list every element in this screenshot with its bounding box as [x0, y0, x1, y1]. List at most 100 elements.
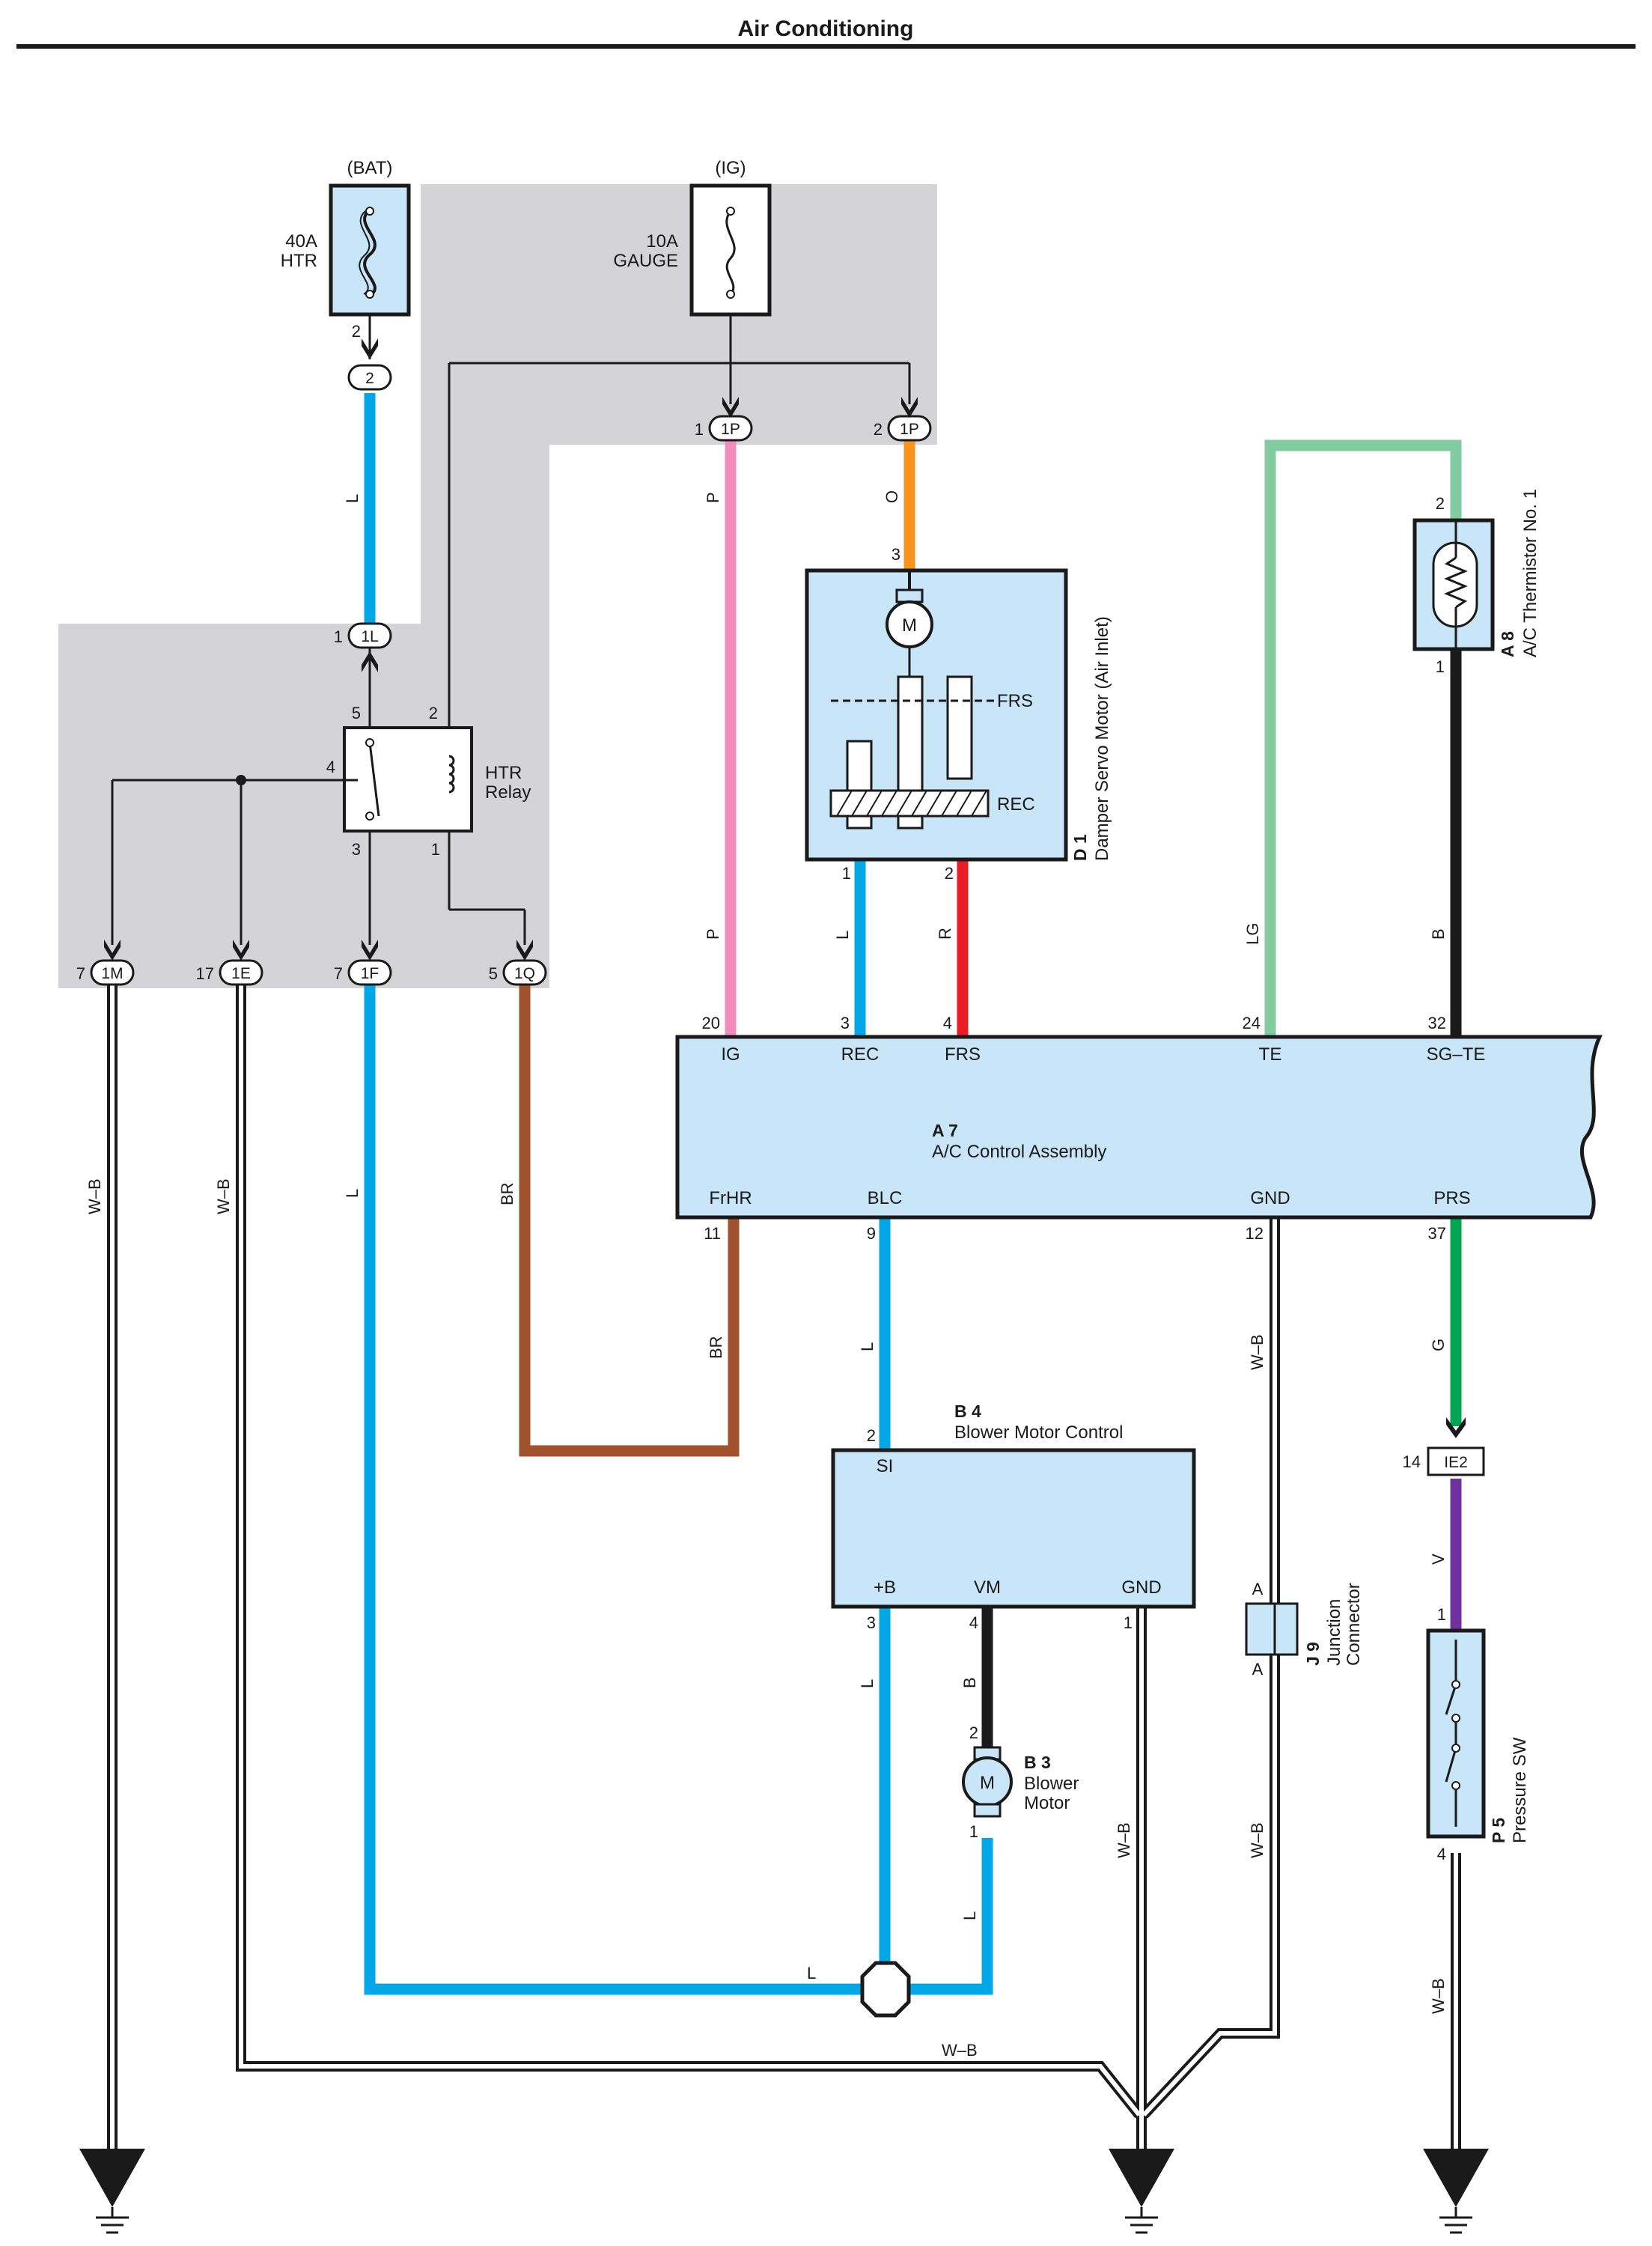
relay-pin-2: 2 — [429, 704, 438, 722]
wire-br-frhr — [519, 984, 740, 1457]
wire-label-wb-6: W–B — [1429, 1978, 1448, 2014]
damper-motor-symbol: M — [902, 615, 917, 636]
connector-1l: 1L 1 — [334, 622, 392, 649]
pressure-switch: 1 4 P 5 Pressure SW — [1426, 1605, 1530, 1863]
blower-term-vm: VM — [974, 1577, 1001, 1598]
wire-label-v: V — [1429, 1553, 1448, 1565]
damper-pin-2: 2 — [945, 864, 954, 883]
ig-label: (IG) — [715, 158, 746, 178]
ground-ec-label: EC — [1444, 2154, 1468, 2173]
pressure-sw-name: Pressure SW — [1510, 1737, 1530, 1843]
connector-1p-a: 1P 1 — [695, 415, 753, 442]
relay-pin-4: 4 — [326, 758, 335, 776]
wire-label-lg: LG — [1243, 923, 1262, 945]
junction-connector: A A J 9 Junction Connector — [1245, 1580, 1364, 1679]
connector-1p-b: 1P 2 — [874, 415, 932, 442]
wire-label-wb-5: W–B — [1248, 1822, 1267, 1858]
ac-pin-12: 12 — [1246, 1224, 1264, 1243]
ground-ih: IH — [1109, 2149, 1174, 2234]
blower-pin-b: 3 — [867, 1613, 876, 1632]
wire-label-p-1: P — [704, 492, 722, 503]
page-title: Air Conditioning — [738, 16, 914, 41]
connector-1q: 1Q 5 — [489, 959, 547, 986]
blower-pin-vm: 4 — [969, 1613, 978, 1632]
connector-ie2-pin: 14 — [1403, 1452, 1421, 1471]
junction-bottom-pin: A — [1252, 1660, 1264, 1679]
blower-motor-control: B 4 Blower Motor Control SI +B VM GND 2 … — [831, 1402, 1196, 1632]
wire-label-l-7: L — [807, 1964, 816, 1982]
ac-pin-37: 37 — [1428, 1224, 1446, 1243]
ac-pin-32: 32 — [1428, 1014, 1446, 1032]
thin-lines — [111, 314, 911, 945]
ig-fuse-amp: 10A — [646, 231, 678, 252]
wire-label-l-5: L — [858, 1679, 877, 1688]
wire-l-1f — [364, 984, 874, 1995]
ground-if-label: IF — [105, 2154, 120, 2173]
wire-l-blower — [906, 1838, 993, 1995]
ac-term-prs: PRS — [1433, 1188, 1470, 1208]
ac-pin-11: 11 — [704, 1224, 721, 1243]
ac-term-sgte: SG–TE — [1427, 1044, 1486, 1065]
wire-label-wb-3: W–B — [1248, 1334, 1267, 1370]
thermistor-code: A 8 — [1498, 631, 1517, 657]
relay-name-line1: HTR — [485, 763, 522, 783]
junction-name-2: Connector — [1344, 1583, 1364, 1666]
damper-pin-3: 3 — [891, 545, 900, 564]
connector-1q-code: 1Q — [514, 965, 535, 982]
connector-1p-a-pin: 1 — [695, 420, 704, 439]
connector-1m-pin: 7 — [76, 964, 85, 983]
wire-label-l-3: L — [343, 1189, 362, 1198]
relay-name-line2: Relay — [485, 782, 531, 803]
connector-1m-code: 1M — [101, 965, 123, 982]
connector-1p-b-code: 1P — [900, 421, 919, 438]
wire-label-wb-4: W–B — [1115, 1822, 1133, 1858]
ac-control-code: A 7 — [932, 1121, 958, 1140]
connector-1f-pin: 7 — [334, 964, 343, 983]
connector-1e: 1E 17 — [196, 959, 263, 986]
damper-rec-label: REC — [997, 794, 1035, 815]
ac-pin-20: 20 — [702, 1014, 720, 1032]
blower-motor-name-1: Blower — [1024, 1774, 1079, 1794]
connector-ie2-code: IE2 — [1444, 1454, 1468, 1471]
blower-term-b: +B — [874, 1577, 896, 1598]
wire-label-g: G — [1429, 1339, 1448, 1351]
wire-label-l-2: L — [833, 931, 852, 940]
wire-label-wb-1: W–B — [85, 1178, 104, 1214]
connector-1m: 1M 7 — [76, 959, 135, 986]
damper-frs-label: FRS — [997, 691, 1033, 711]
ac-term-te: TE — [1259, 1044, 1282, 1065]
ac-term-frhr: FrHR — [709, 1188, 752, 1208]
ac-term-blc: BLC — [868, 1188, 903, 1208]
connector-1l-pin: 1 — [334, 627, 343, 646]
bat-fuse-amp: 40A — [285, 231, 317, 252]
wire-label-br-2: BR — [707, 1336, 725, 1359]
relay-junction-dot — [236, 775, 246, 785]
ground-if: IF — [79, 2149, 145, 2234]
relay-pin-5: 5 — [352, 704, 361, 722]
blower-motor-code: B 3 — [1024, 1753, 1051, 1772]
relay-pin-3: 3 — [352, 840, 361, 859]
thermistor-pin-1: 1 — [1436, 657, 1445, 676]
thermistor-name: A/C Thermistor No. 1 — [1520, 489, 1540, 657]
ac-control-assembly: A 7 A/C Control Assembly IG REC FRS TE S… — [675, 1014, 1603, 1243]
blower-control-name: Blower Motor Control — [954, 1422, 1123, 1443]
damper-servo-motor: M FRS REC 3 1 2 D 1 Damper Servo Motor (… — [805, 545, 1112, 883]
blower-motor-pin-2: 2 — [969, 1723, 978, 1742]
ac-term-gnd: GND — [1250, 1188, 1290, 1208]
damper-name: Damper Servo Motor (Air Inlet) — [1092, 616, 1112, 861]
wire-label-p-2: P — [704, 928, 722, 940]
connector-1q-pin: 5 — [489, 964, 498, 983]
relay-pin-1: 1 — [431, 840, 440, 859]
blower-term-si: SI — [877, 1456, 894, 1476]
blower-pin-si: 2 — [867, 1426, 876, 1445]
junction-top-pin: A — [1252, 1580, 1264, 1598]
ac-term-frs: FRS — [945, 1044, 981, 1065]
connector-1p-b-pin: 2 — [874, 420, 883, 439]
bat-fuse-name: HTR — [281, 251, 317, 271]
connector-1f: 1F 7 — [334, 959, 392, 986]
junction-block-area — [58, 184, 937, 988]
connector-2: 2 — [347, 364, 392, 391]
wire-label-l-1: L — [343, 494, 362, 503]
ac-term-rec: REC — [841, 1044, 880, 1065]
